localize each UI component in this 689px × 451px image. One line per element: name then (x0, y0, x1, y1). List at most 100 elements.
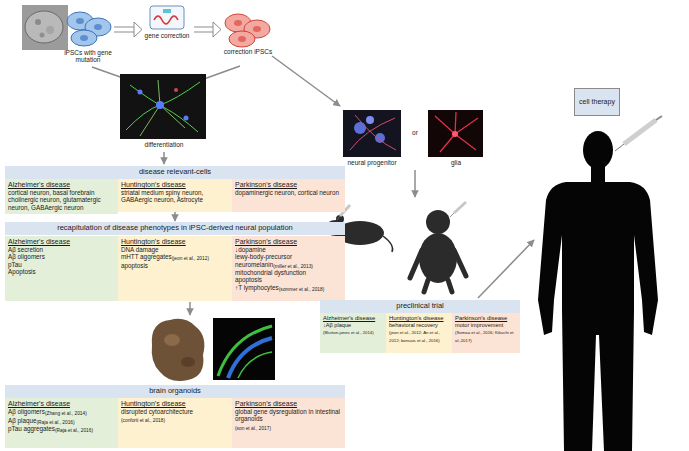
text-line: disrupted cytoarchitecture (121, 408, 229, 415)
arrow-line (194, 27, 214, 28)
neurite (126, 82, 200, 130)
marker-dot (174, 88, 178, 92)
vector-part (163, 9, 171, 13)
text-line: Parkinson's disease (235, 238, 342, 246)
item-text: mitochondrial dysfunction (235, 269, 306, 276)
item-text: motor improvement (455, 322, 503, 328)
item-text: cortical neuron, basal forebrain choline… (8, 189, 101, 210)
disease-panel: Alzheimer's disease↓Aβ plaque(Blurton-jo… (320, 313, 386, 353)
cell-body (452, 131, 458, 137)
text-line: Huntington's disease (121, 238, 229, 246)
item-text: ↓Aβ plaque (323, 322, 351, 328)
syringe-plunger (656, 116, 662, 120)
item-text: DNA damage (121, 246, 158, 253)
item-text: apoptosis (235, 276, 262, 283)
item-text: Aβ oligomers (8, 253, 45, 260)
section-band: brain organoids (5, 385, 345, 398)
syringe-needle (615, 144, 624, 151)
text-line: recapitulation of disease phenotypes in … (8, 224, 342, 233)
item-text: mHTT aggregates (121, 253, 172, 260)
arrow-line (114, 32, 135, 33)
section-band: disease relevant-cells (5, 166, 345, 179)
organoid-section-micrograph (213, 318, 275, 380)
flow-arrow (189, 302, 191, 315)
organoid-texture (164, 334, 180, 346)
image-caption: gene correction (140, 32, 194, 39)
nucleus (80, 35, 88, 41)
text-line: pTau aggregates(Raja et al., 2016) (8, 425, 115, 434)
section-band: recapitulation of disease phenotypes in … (5, 222, 345, 235)
disease-panel: Parkinson's diseasedopaminergic neuron, … (232, 179, 345, 212)
panel-heading: Alzheimer's disease (8, 181, 70, 188)
text-line: Alzheimer's disease (8, 400, 115, 408)
citation: (Zhang et al., 2014) (45, 411, 87, 416)
ventricular-zone (228, 338, 272, 378)
arrow-head (213, 22, 221, 37)
text-line: cortical neuron, basal forebrain choline… (8, 189, 115, 211)
panel-heading: Huntington's disease (121, 238, 186, 245)
citation: (Raja et al., 2016) (36, 420, 74, 425)
item-text: pTau aggregates (8, 425, 55, 432)
text-line: Alzheimer's disease (8, 181, 115, 189)
monkey-body (419, 233, 457, 283)
text-line: Alzheimer's disease (323, 315, 383, 322)
item-text: Aβ oligomers (8, 408, 45, 415)
nucleus (94, 24, 102, 30)
citation: (Raja et al., 2016) (55, 428, 93, 433)
mouse-tail (383, 236, 393, 252)
colony-texture (35, 19, 41, 25)
disease-panel: Parkinson's diseaseglobal gene dysregula… (232, 398, 345, 448)
disease-panel: Parkinson's disease↓dopaminelewy-body-pr… (232, 236, 345, 301)
text-line: apoptosis (121, 262, 229, 269)
text-line: mHTT aggregates(jeon et al., 2012) (121, 253, 229, 262)
colony (25, 11, 63, 43)
disease-panel: Alzheimer's diseasecortical neuron, basa… (5, 179, 118, 214)
item-text: striatal medium spiny neuron, GABAergic … (121, 189, 203, 203)
colony-texture (46, 26, 54, 34)
cortical-layer (238, 352, 272, 378)
disease-panel: Alzheimer's diseaseAβ oligomers(Zhang et… (5, 398, 118, 448)
cell (71, 30, 97, 46)
panel-heading: Huntington's disease (121, 181, 186, 188)
nucleus (76, 18, 84, 24)
item-text: Aβ plaque (8, 417, 36, 424)
item-text: neuromelanin (235, 261, 273, 268)
nucleus (184, 116, 189, 121)
item-text: global gene dysregulation in intestinal … (235, 408, 340, 422)
section-band: preclinical trial (320, 300, 520, 313)
text-line: (Somaa et al., 2016; Kikuchi et al.,2017… (455, 328, 517, 344)
monkey-limbs (410, 250, 466, 292)
text-line: ↓Aβ plaque (323, 322, 383, 328)
item-text: dopaminergic neuron, cortical neuron (235, 189, 339, 196)
cell (229, 31, 255, 47)
nucleus (238, 36, 246, 42)
arrow-line (194, 32, 214, 33)
disease-panel: Alzheimer's diseaseAβ secretionAβ oligom… (5, 236, 118, 301)
arrow-line (114, 27, 135, 28)
text-line: motor improvement (455, 322, 517, 328)
text-line: DNA damage (121, 246, 229, 253)
flow-arrow (272, 56, 340, 106)
item-text: Aβ secretion (8, 246, 43, 253)
organoid-photo (152, 319, 205, 381)
item-text: lewy-body-precursor (235, 253, 292, 260)
band-title: disease relevant-cells (139, 167, 211, 176)
panel-heading: Parkinson's disease (235, 181, 297, 188)
corrected-cells (225, 14, 270, 47)
citation: (jeon et al., 2012) (172, 256, 209, 261)
text-line: Aβ oligomers(Zhang et al., 2014) (8, 408, 115, 417)
text-line: apoptosis (235, 276, 342, 283)
text-line: pTau (8, 261, 115, 268)
panel-heading: Parkinson's disease (235, 400, 297, 407)
panel-heading: Parkinson's disease (235, 238, 297, 245)
text-line: disease relevant-cells (8, 168, 342, 177)
progenitor-micrograph (343, 110, 401, 157)
text-line: striatal medium spiny neuron, GABAergic … (121, 189, 229, 203)
filament (350, 115, 396, 150)
image-caption: or (404, 129, 426, 136)
item-text: Apoptosis (8, 268, 36, 275)
image-caption: neural progenitor (331, 159, 413, 166)
item-text: ↓dopamine (235, 246, 266, 253)
photo-ground (22, 5, 68, 50)
